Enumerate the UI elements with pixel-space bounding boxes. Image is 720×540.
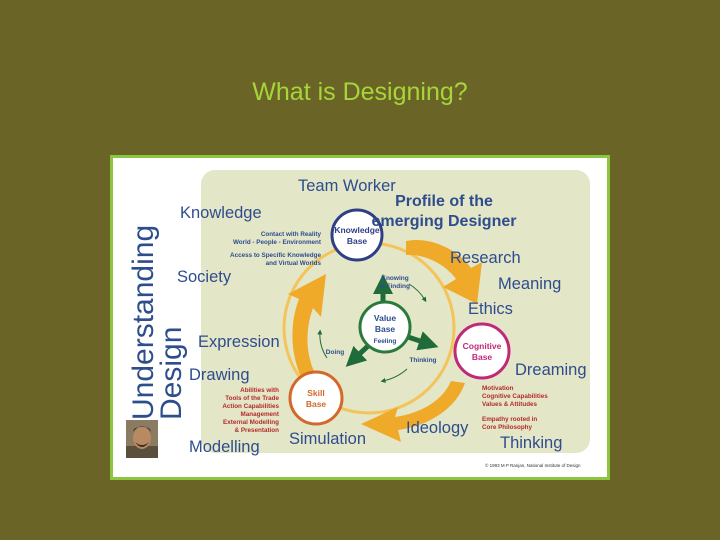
- word-expression: Expression: [198, 333, 280, 351]
- copyright-note: © 1993 M P Ranjan, National Institute of…: [485, 462, 581, 468]
- word-team-worker: Team Worker: [298, 177, 396, 195]
- doing-label: Doing: [326, 349, 344, 356]
- design-profile-figure: Understanding Design Knowledge Base: [110, 155, 610, 480]
- skill-note-6: & Presentation: [235, 427, 280, 434]
- word-simulation: Simulation: [289, 430, 366, 448]
- word-dreaming: Dreaming: [515, 361, 587, 379]
- svg-text:Base: Base: [472, 352, 493, 362]
- vertical-title-line-1: Understanding: [127, 225, 160, 420]
- word-research: Research: [450, 249, 521, 267]
- cycle-arrow-knowing: [408, 283, 427, 303]
- word-society: Society: [177, 268, 232, 286]
- cognitive-note-2: Cognitive Capabilities: [482, 393, 548, 400]
- skill-base-node: Skill Base: [288, 370, 344, 426]
- knowing-label-1: Knowing: [381, 275, 408, 282]
- skill-note-1: Abilities with: [240, 387, 279, 394]
- cycle-arrow-thinking: [380, 368, 408, 383]
- word-modelling: Modelling: [189, 438, 260, 456]
- word-thinking: Thinking: [500, 434, 562, 452]
- skill-note-2: Tools of the Trade: [225, 395, 279, 402]
- portrait-photo-icon: [126, 420, 158, 458]
- profile-heading-line-1: Profile of the: [395, 193, 493, 210]
- svg-text:Base: Base: [347, 236, 368, 246]
- knowledge-base-node: Knowledge Base: [330, 208, 384, 262]
- orange-arrow-expression: [288, 274, 326, 377]
- cognitive-note-5: Core Philosophy: [482, 424, 533, 431]
- knowledge-note-2: World - People - Environment: [233, 239, 322, 246]
- cognitive-base-node: Cognitive Base: [453, 322, 511, 380]
- cognitive-note-1: Motivation: [482, 385, 514, 392]
- profile-heading-line-2: emerging Designer: [372, 213, 517, 230]
- cognitive-note-3: Values & Attitudes: [482, 401, 538, 408]
- green-arrow-down: [345, 344, 370, 367]
- svg-text:Base: Base: [306, 399, 327, 409]
- svg-text:Cognitive: Cognitive: [463, 341, 502, 351]
- svg-text:Skill: Skill: [307, 388, 324, 398]
- thinking-small-label: Thinking: [409, 357, 436, 364]
- word-ideology: Ideology: [406, 419, 469, 437]
- feeling-label: Feeling: [374, 338, 397, 345]
- skill-note-5: External Modelling: [223, 419, 279, 426]
- figure-canvas: Understanding Design Knowledge Base: [126, 170, 590, 468]
- skill-note-3: Action Capabilities: [222, 403, 279, 410]
- svg-text:Value: Value: [374, 313, 396, 323]
- knowledge-note-4: and Virtual Worlds: [266, 260, 322, 267]
- orange-arrow-research: [406, 239, 482, 304]
- skill-note-4: Management: [241, 411, 280, 418]
- word-drawing: Drawing: [189, 366, 250, 384]
- word-meaning: Meaning: [498, 275, 561, 293]
- knowledge-note-1: Contact with Reality: [261, 231, 322, 238]
- knowing-label-2: & Finding: [380, 283, 410, 290]
- slide-title: What is Designing?: [252, 78, 468, 106]
- cognitive-note-4: Empathy rooted in: [482, 416, 537, 423]
- word-knowledge: Knowledge: [180, 204, 262, 222]
- value-base-node: Value Base Feeling: [358, 300, 412, 354]
- svg-text:Base: Base: [375, 324, 396, 334]
- word-ethics: Ethics: [468, 300, 513, 318]
- svg-text:Knowledge: Knowledge: [334, 225, 380, 235]
- knowledge-note-3: Access to Specific Knowledge: [230, 252, 321, 259]
- vertical-title-line-2: Design: [155, 327, 188, 420]
- cycle-arrow-doing: [317, 329, 328, 359]
- orange-arrow-ideology: [361, 381, 465, 442]
